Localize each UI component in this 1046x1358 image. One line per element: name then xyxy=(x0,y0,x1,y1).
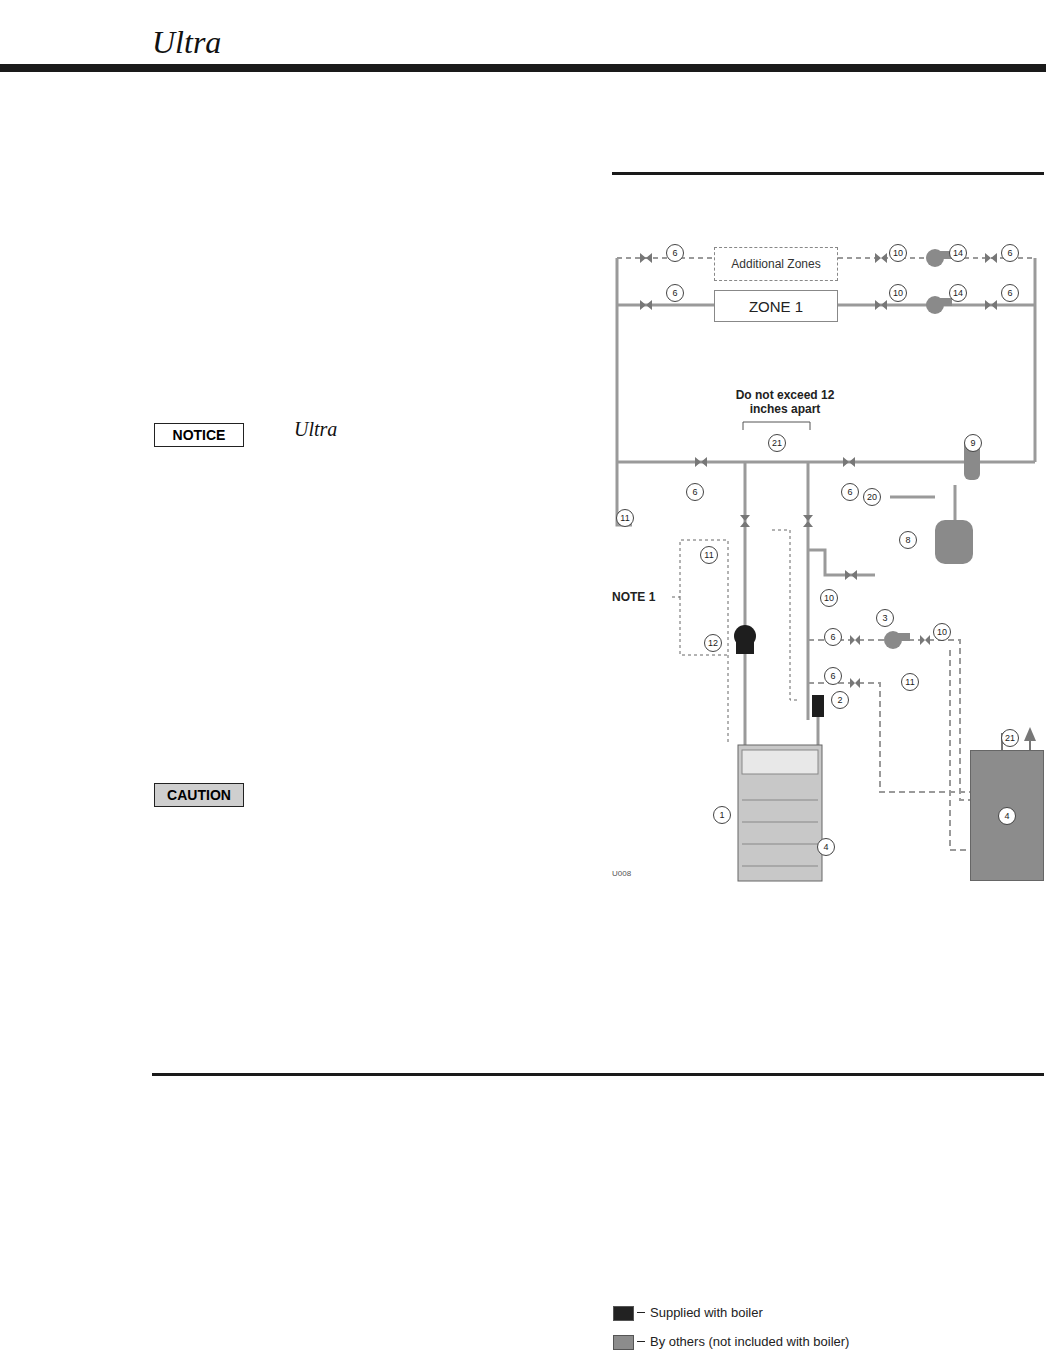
callout-number: 12 xyxy=(704,634,722,652)
callout-number: 10 xyxy=(933,623,951,641)
node-label: Additional Zones xyxy=(731,258,820,270)
zone-box: ZONE 1 xyxy=(714,290,838,322)
callout-number: 11 xyxy=(700,546,718,564)
water-heater: 4 xyxy=(970,750,1044,881)
callout-number: 4 xyxy=(998,807,1016,825)
brand-logo: Ultra xyxy=(152,24,221,61)
callout-number: 10 xyxy=(820,589,838,607)
node-label: ZONE 1 xyxy=(749,298,803,315)
callout-number: 8 xyxy=(899,531,917,549)
legend-dash xyxy=(637,1341,645,1342)
callout-number: 21 xyxy=(1001,729,1019,747)
note-label: Do not exceed 12 inches apart xyxy=(733,388,837,416)
legend-text: Supplied with boiler xyxy=(650,1305,763,1320)
node-label: NOTICE xyxy=(173,427,226,443)
caution-box: CAUTION xyxy=(154,783,244,807)
callout-number: 6 xyxy=(666,284,684,302)
callout-number: 4 xyxy=(817,838,835,856)
callout-number: 6 xyxy=(824,667,842,685)
callout-number: 10 xyxy=(889,284,907,302)
callout-number: 6 xyxy=(1001,284,1019,302)
callout-number: 9 xyxy=(964,434,982,452)
callout-number: 6 xyxy=(686,483,704,501)
callout-number: 10 xyxy=(889,244,907,262)
legend-swatch xyxy=(613,1335,634,1350)
legend-text: By others (not included with boiler) xyxy=(650,1334,849,1349)
callout-number: 14 xyxy=(949,244,967,262)
callout-number: 6 xyxy=(824,628,842,646)
node-label: CAUTION xyxy=(167,787,231,803)
callout-number: 6 xyxy=(1001,244,1019,262)
callout-number: 2 xyxy=(831,691,849,709)
callout-number: 6 xyxy=(666,244,684,262)
notice-box: NOTICE xyxy=(154,423,244,447)
callout-number: 20 xyxy=(863,488,881,506)
callout-number: 14 xyxy=(949,284,967,302)
callout-number: 6 xyxy=(841,483,859,501)
figure-code: U008 xyxy=(612,869,631,878)
zone-box: Additional Zones xyxy=(714,247,838,281)
callout-number: 21 xyxy=(768,434,786,452)
callout-number: 1 xyxy=(713,806,731,824)
callout-number: 11 xyxy=(901,673,919,691)
callout-number: 11 xyxy=(616,509,634,527)
note-label: NOTE 1 xyxy=(612,590,655,604)
brand-logo: Ultra xyxy=(294,418,337,441)
legend-swatch xyxy=(613,1306,634,1321)
legend-dash xyxy=(637,1312,645,1313)
callout-number: 3 xyxy=(876,609,894,627)
